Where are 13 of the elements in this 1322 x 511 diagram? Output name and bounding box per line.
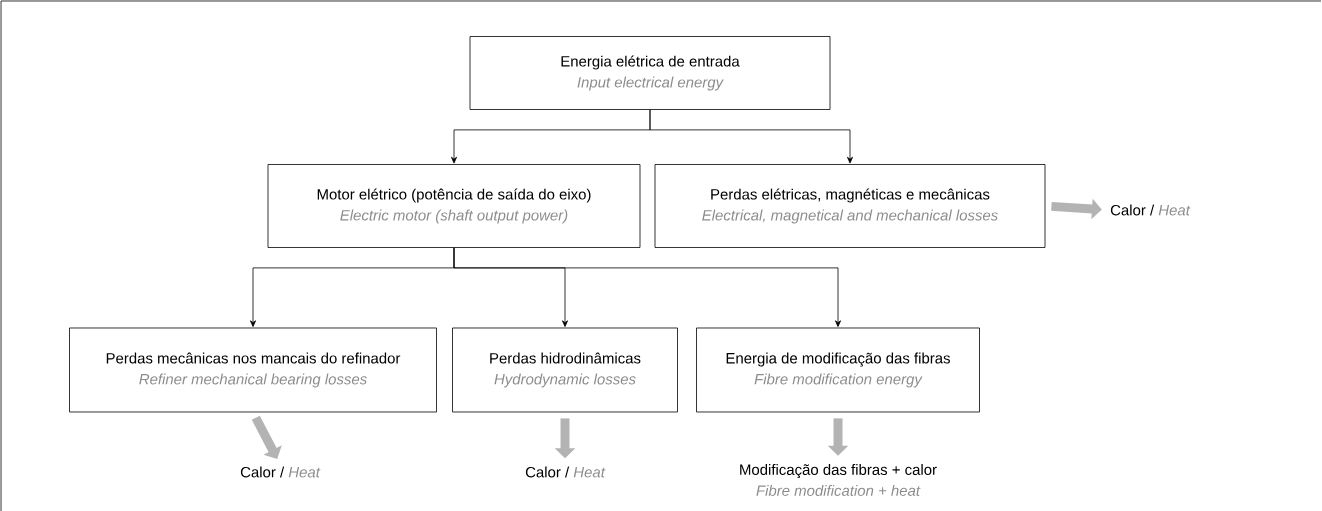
output-label: Calor / Heat [525,466,606,478]
process-box: Energia elétrica de entrada Input electrical energy [469,36,831,110]
output-label: Modificação das fibras + calor Fibre modification + heat [740,464,937,496]
arrow [453,247,841,327]
output-label: Calor / Heat [1110,204,1191,216]
arrow [649,109,853,164]
process-box: Perdas hidrodinâmicas Hydrodynamic losses [452,327,678,413]
output-label: Calor / Heat [240,466,321,478]
process-box: Perdas mecânicas nos mancais do refinador Refiner mechanical bearing losses [69,327,437,413]
process-box: Perdas elétricas, magnéticas e mecânicas Electrical, magnetical and mechanical losses [654,164,1046,248]
block-arrow [251,415,282,459]
process-box: Motor elétrico (potência de saída do eixo) Electric motor (shaft output power) [267,164,641,248]
process-box: Energia de modificação das fibras Fibre modification energy [696,327,980,413]
